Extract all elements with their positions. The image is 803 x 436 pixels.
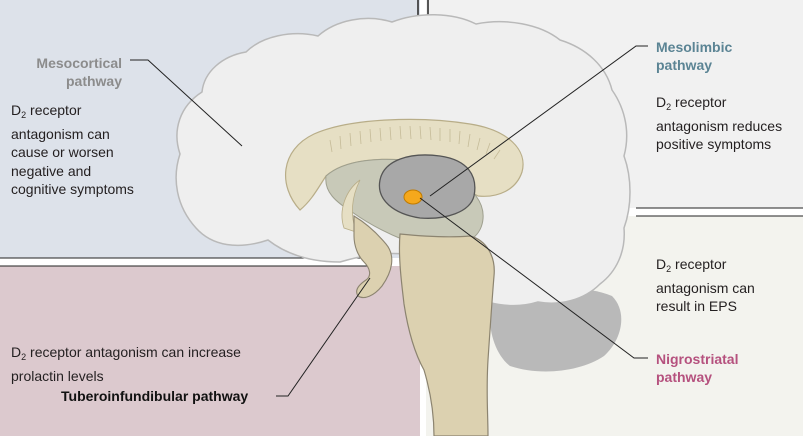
tuberoinfundibular-title: Tuberoinfundibular pathway — [61, 388, 249, 404]
mesocortical-title: Mesocortical pathway — [36, 55, 122, 89]
mesolimbic-title: Mesolimbic pathway — [656, 39, 733, 73]
cerebellum — [489, 288, 622, 372]
nucleus — [403, 189, 423, 205]
nigrostriatal-leader — [419, 197, 648, 359]
tuberoinfundibular-leader — [276, 277, 371, 397]
striatum — [378, 154, 476, 219]
quadrant-bottom-left — [0, 266, 420, 436]
brainstem — [398, 233, 495, 436]
nigrostriatal-description: D2 receptor antagonism can result in EPS — [656, 256, 755, 314]
nigrostriatal-title: Nigrostriatal pathway — [656, 351, 739, 385]
mesolimbic-leader — [429, 45, 648, 197]
tuberoinfundibular-description: D2 receptor antagonism can increase prol… — [11, 344, 241, 384]
mesolimbic-description: D2 receptor antagonism reduces positive … — [656, 94, 783, 152]
mesocortical-leader — [130, 59, 243, 147]
leader-lines — [130, 45, 648, 397]
mesocortical-description: D2 receptor antagonism can cause or wors… — [11, 102, 134, 197]
